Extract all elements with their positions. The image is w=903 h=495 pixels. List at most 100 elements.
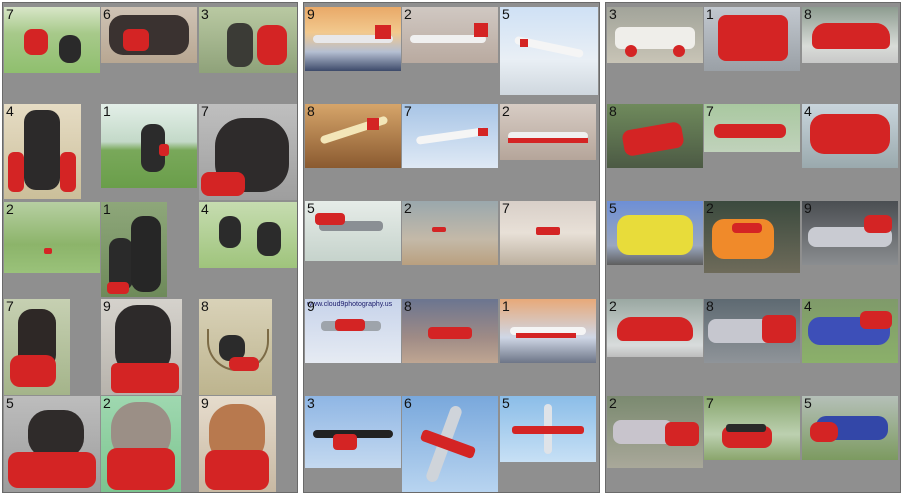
highlighted-subject	[229, 357, 259, 371]
image-tile[interactable]: 5	[500, 7, 598, 95]
image-tile[interactable]: 2	[607, 299, 703, 357]
image-tile[interactable]: 4	[199, 202, 297, 268]
highlighted-subject	[123, 29, 149, 51]
tile-number: 5	[307, 201, 315, 216]
tile-number: 8	[706, 299, 714, 314]
image-tile[interactable]: 9	[305, 7, 401, 71]
tile-number: 1	[706, 7, 714, 22]
highlighted-subject	[205, 450, 269, 490]
tile-number: 4	[804, 104, 812, 119]
image-tile[interactable]: 7	[4, 299, 70, 395]
image-tile[interactable]: 8	[199, 299, 272, 395]
tile-number: 5	[502, 7, 510, 22]
image-tile[interactable]: 6	[101, 7, 197, 63]
image-tile[interactable]: 2	[607, 396, 703, 468]
tile-number: 9	[307, 7, 315, 22]
chimp-figure	[219, 216, 241, 248]
photo-thumbnail	[305, 299, 401, 363]
tile-number: 4	[201, 202, 209, 217]
highlighted-subject	[8, 452, 96, 488]
image-tile[interactable]: 8	[402, 299, 498, 363]
photo-thumbnail	[305, 201, 401, 261]
tile-number: 8	[404, 299, 412, 314]
highlighted-subject	[428, 327, 472, 339]
image-tile[interactable]: 1	[704, 7, 800, 71]
image-tile[interactable]: 4	[802, 104, 898, 168]
tile-number: 3	[609, 7, 617, 22]
image-tile[interactable]: 7	[704, 104, 800, 152]
tile-number: 9	[103, 299, 111, 314]
image-tile[interactable]: 9	[101, 299, 182, 395]
image-tile[interactable]: 8	[704, 299, 800, 363]
image-tile[interactable]: 9	[199, 396, 276, 492]
chimp-figure	[109, 238, 133, 290]
image-tile[interactable]: 4	[4, 104, 81, 199]
image-tile[interactable]: 4	[802, 299, 898, 363]
highlighted-subject	[24, 29, 48, 55]
airplane-shape	[510, 327, 586, 335]
image-tile[interactable]: 8	[802, 7, 898, 63]
highlighted-subject	[812, 23, 890, 49]
image-tile[interactable]: 3	[199, 7, 297, 73]
image-tile[interactable]: 2	[704, 201, 800, 273]
highlighted-subject	[333, 434, 357, 450]
image-tile[interactable]: 1	[101, 104, 197, 188]
image-tile[interactable]: 5	[500, 396, 596, 462]
highlighted-subject	[625, 45, 637, 57]
highlighted-subject	[8, 152, 24, 192]
highlighted-subject	[315, 213, 345, 225]
image-tile[interactable]: 7	[500, 201, 596, 265]
image-tile[interactable]: 7	[704, 396, 800, 460]
highlighted-subject	[864, 215, 892, 233]
image-tile[interactable]: 1	[500, 299, 596, 363]
image-tile[interactable]: 6	[402, 396, 498, 492]
highlighted-subject	[516, 333, 576, 338]
image-tile[interactable]: 8	[607, 104, 703, 168]
highlighted-subject	[367, 118, 379, 130]
image-tile[interactable]: www.cloud9photography.us 9	[305, 299, 401, 363]
chimp-figure	[28, 410, 84, 458]
tile-number: 9	[804, 201, 812, 216]
tile-number: 3	[307, 396, 315, 411]
highlighted-subject	[810, 422, 838, 442]
image-tile[interactable]: 7	[199, 104, 297, 200]
image-tile[interactable]: 7	[4, 7, 100, 73]
tile-number: 1	[502, 299, 510, 314]
image-tile[interactable]: 5	[607, 201, 703, 265]
image-tile[interactable]: 2	[500, 104, 596, 160]
highlighted-subject	[111, 363, 179, 393]
highlighted-subject	[257, 25, 287, 65]
highlighted-subject	[107, 448, 175, 490]
image-tile[interactable]: 2	[402, 201, 498, 265]
image-tile[interactable]: 5	[305, 201, 401, 261]
highlighted-subject	[60, 152, 76, 192]
tile-number: 8	[307, 104, 315, 119]
image-tile[interactable]: 5	[802, 396, 898, 460]
image-tile[interactable]: 2	[4, 202, 100, 273]
highlighted-subject	[201, 172, 245, 196]
car-shape	[617, 215, 693, 255]
tile-number: 9	[307, 299, 315, 314]
chimp-figure	[24, 110, 60, 190]
highlighted-subject	[732, 223, 762, 233]
tile-number: 7	[201, 104, 209, 119]
highlighted-subject	[44, 248, 52, 254]
tile-number: 6	[404, 396, 412, 411]
highlighted-subject	[512, 426, 584, 434]
tile-number: 2	[404, 7, 412, 22]
image-tile[interactable]: 3	[607, 7, 703, 63]
highlighted-subject	[617, 317, 693, 341]
image-tile[interactable]: 8	[305, 104, 401, 168]
car-panel: 3 1 8 8 7 4 5 2 9	[605, 2, 901, 493]
image-tile[interactable]: 2	[402, 7, 498, 63]
image-tile[interactable]: 9	[802, 201, 898, 265]
image-tile[interactable]: 7	[402, 104, 498, 168]
image-tile[interactable]: 5	[4, 396, 100, 492]
tile-number: 2	[609, 299, 617, 314]
photo-thumbnail	[4, 202, 100, 273]
image-tile[interactable]: 2	[101, 396, 181, 492]
image-tile[interactable]: 3	[305, 396, 401, 468]
airplane-shape	[508, 132, 588, 140]
image-tile[interactable]: 1	[101, 202, 167, 297]
tile-number: 7	[706, 396, 714, 411]
